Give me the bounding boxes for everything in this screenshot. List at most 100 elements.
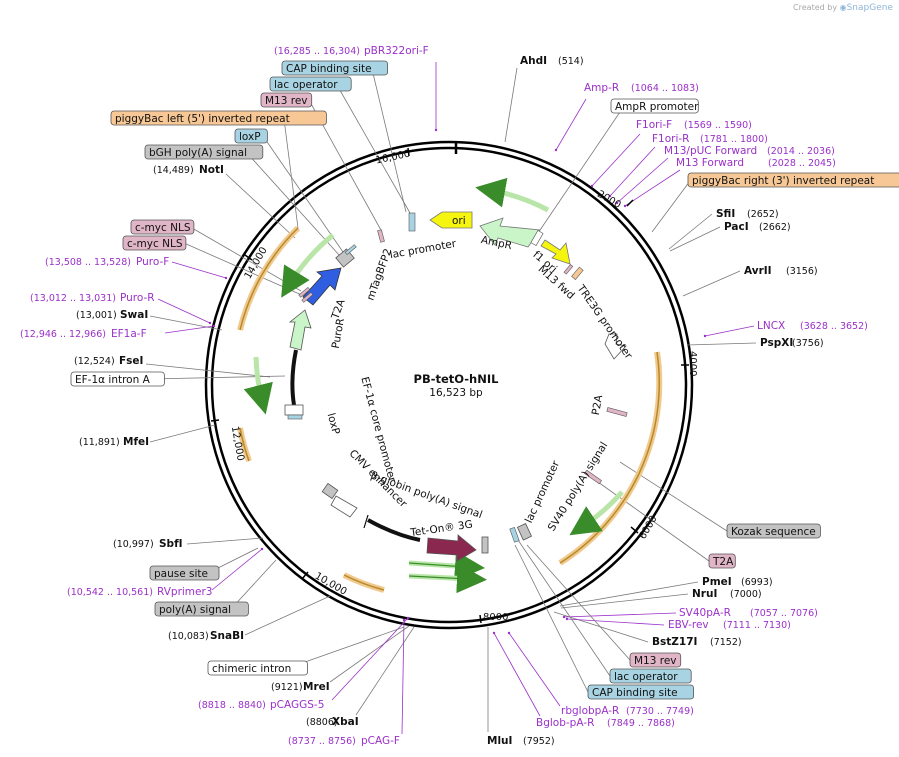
enzyme-mlui[interactable]: MluI [487, 735, 512, 747]
orange-arc-upper-left-core [239, 227, 299, 331]
primer-label[interactable]: RVprimer3 [157, 586, 213, 598]
feature-box-kozak[interactable]: Kozak sequence [726, 523, 821, 539]
green-arc-left [281, 233, 335, 298]
gray-box-bottom [481, 536, 489, 554]
bgh-gray-box [335, 248, 355, 268]
enzyme-paci[interactable]: PacI [724, 221, 749, 233]
primer-site-4 [615, 201, 619, 205]
feature-box-label: piggyBac left (5') inverted repeat [115, 113, 290, 125]
ef1a-white-box [284, 404, 304, 416]
feature-box-bg [234, 128, 268, 144]
enzyme-leader-1 [668, 213, 713, 250]
enzyme-avrii[interactable]: AvrII [744, 265, 772, 277]
ori-arrow [429, 211, 473, 229]
feature-box-label: chimeric intron [212, 663, 291, 675]
primer-label[interactable]: Bglob-pA-R [536, 717, 594, 729]
feature-box-bg [609, 668, 692, 684]
enzyme-noti[interactable]: NotI [199, 164, 224, 176]
enzyme-ahdi[interactable]: AhdI [520, 55, 547, 67]
primer-label[interactable]: M13 Forward [676, 157, 744, 169]
primer-site-1 [554, 148, 558, 152]
enzyme-position: (12,524) [74, 356, 115, 367]
primer-label[interactable]: pCAG-F [361, 735, 400, 747]
primer-leader-6 [704, 325, 755, 337]
teton-label: Tet-On® 3G [409, 518, 474, 539]
feature-box-ampr-prom[interactable]: AmpR promoter [610, 98, 699, 114]
primer-leader-13 [211, 548, 263, 591]
primer-label[interactable]: F1ori-F [636, 119, 672, 131]
primer-label[interactable]: EBV-rev [668, 619, 709, 631]
enzyme-position: (514) [558, 56, 584, 67]
feature-box-cmyc2[interactable]: c-myc NLS [122, 235, 187, 251]
enzyme-sbfi[interactable]: SbfI [159, 538, 183, 550]
feature-box-lac-op-bot[interactable]: lac operator [609, 668, 692, 684]
feature-box-cmyc1[interactable]: c-myc NLS [130, 219, 195, 235]
primer-leader-2 [591, 133, 641, 187]
feature-box-lac-op-top[interactable]: lac operator [269, 76, 352, 92]
mtagbfp2-arrow [302, 267, 342, 306]
feature-box-loxp-top[interactable]: loxP [234, 128, 268, 144]
primer-label[interactable]: pBR322ori-F [364, 45, 429, 57]
feature-box-cap-top[interactable]: CAP binding site [281, 60, 388, 76]
feature-box-bg [207, 660, 308, 676]
tick-2000: 2000 [595, 189, 623, 211]
primer-leader-5 [624, 169, 681, 207]
enzyme-mrei[interactable]: MreI [303, 681, 330, 693]
feature-leader-pb_left [283, 118, 299, 229]
primer-label[interactable]: EF1a-F [111, 328, 147, 340]
enzyme-bstz17i[interactable]: BstZ17I [652, 636, 697, 648]
primer-label[interactable]: SV40pA-R [679, 607, 731, 619]
feature-box-chimeric[interactable]: chimeric intron [207, 660, 308, 676]
enzyme-nrui[interactable]: NruI [692, 588, 717, 600]
enzyme-sfii[interactable]: SfiI [716, 208, 735, 220]
feature-box-pause[interactable]: pause site [149, 565, 220, 581]
feature-leader-pb_right [651, 180, 691, 233]
feature-box-cap-bot[interactable]: CAP binding site [587, 684, 694, 700]
enzyme-snabi[interactable]: SnaBI [210, 630, 244, 642]
feature-box-bg [144, 144, 264, 160]
sv40-label: SV40 poly(A) signal [546, 440, 611, 533]
cmv-enhancer-box [330, 495, 358, 518]
lac-op-box-top [408, 212, 416, 232]
enzyme-mfei[interactable]: MfeI [123, 436, 149, 448]
enzyme-position: (10,997) [113, 539, 154, 550]
feature-leader-kozak [619, 461, 728, 532]
primer-label[interactable]: M13/pUC Forward [664, 145, 757, 157]
enzyme-fsei[interactable]: FseI [119, 355, 143, 367]
feature-box-polya[interactable]: poly(A) signal [154, 601, 249, 617]
feature-box-bgh[interactable]: bGH poly(A) signal [144, 144, 264, 160]
feature-box-ef1a-intron[interactable]: EF-1α intron A [70, 371, 165, 387]
enzyme-leader-6 [560, 593, 689, 609]
feature-box-t2a-right[interactable]: T2A [708, 553, 736, 569]
primer-label[interactable]: Puro-F [136, 256, 169, 268]
enzyme-leader-0 [504, 67, 518, 143]
enzyme-pmei[interactable]: PmeI [702, 576, 732, 588]
enzyme-swai[interactable]: SwaI [120, 309, 148, 321]
primer-leader-11 [331, 617, 409, 701]
feature-leader-bgh [246, 152, 341, 257]
feature-box-m13rev-top[interactable]: M13 rev [260, 92, 313, 108]
feature-box-label: AmpR promoter [615, 101, 699, 113]
feature-box-bg [149, 565, 220, 581]
loxp-box-upper [344, 244, 357, 256]
primer-label[interactable]: rbglobpA-R [561, 705, 619, 717]
enzyme-leader-3 [682, 270, 741, 297]
primer-label[interactable]: LNCX [757, 320, 785, 332]
feature-box-pb-left[interactable]: piggyBac left (5') inverted repeat [110, 110, 327, 126]
primer-label[interactable]: pCAGGS-5 [270, 699, 324, 711]
enzyme-leader-14 [145, 363, 271, 378]
primer-label[interactable]: Puro-R [120, 292, 155, 304]
pb-right-box [571, 266, 584, 280]
feature-box-label: Kozak sequence [731, 526, 816, 538]
feature-box-m13rev-bot[interactable]: M13 rev [629, 652, 682, 668]
feature-box-pb-right[interactable]: piggyBac right (3') inverted repeat [687, 172, 899, 188]
enzyme-xbai[interactable]: XbaI [332, 716, 359, 728]
feature-box-bg [122, 235, 187, 251]
primer-site-5 [623, 204, 627, 208]
backbone-inner [210, 146, 688, 624]
primer-range: (1781 .. 1800) [700, 134, 768, 145]
primer-label[interactable]: F1ori-R [652, 133, 689, 145]
primer-label[interactable]: Amp-R [584, 82, 619, 94]
m13rev-box-top [377, 229, 385, 243]
enzyme-pspxi[interactable]: PspXI [760, 337, 793, 349]
